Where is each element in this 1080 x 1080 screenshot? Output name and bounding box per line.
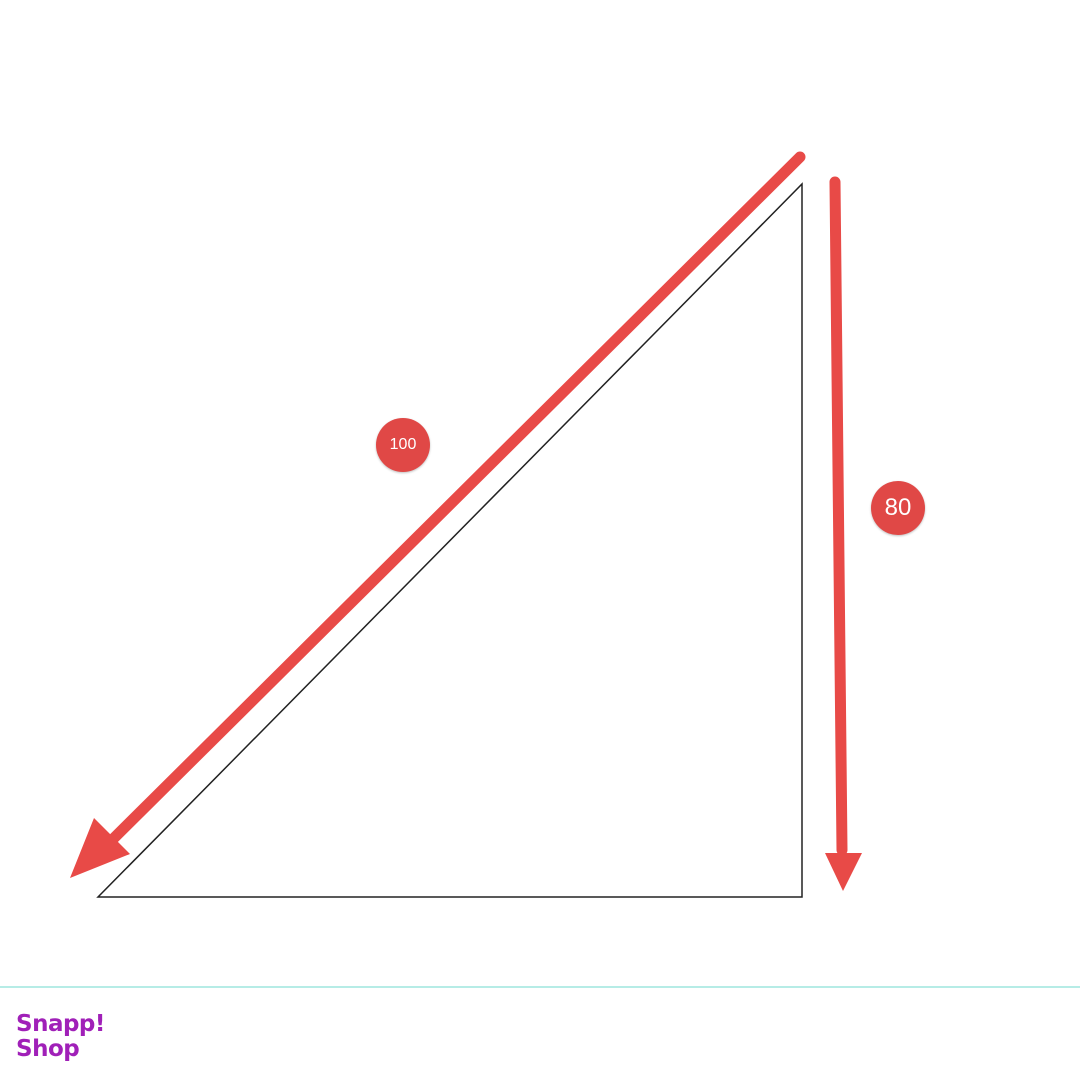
footer-divider: [0, 986, 1080, 988]
triangle-diagram: [70, 151, 862, 898]
vertical-length-badge: 80: [871, 481, 925, 535]
hypotenuse-arrow-icon: [70, 151, 806, 878]
brand-line-2: Shop: [16, 1036, 80, 1062]
vertical-arrow-icon: [825, 176, 862, 891]
right-triangle: [96, 182, 803, 898]
brand-logo: Snapp! Shop: [16, 1012, 105, 1062]
brand-line-1: Snapp!: [16, 1011, 105, 1037]
hypotenuse-length-badge: 100: [376, 418, 430, 472]
